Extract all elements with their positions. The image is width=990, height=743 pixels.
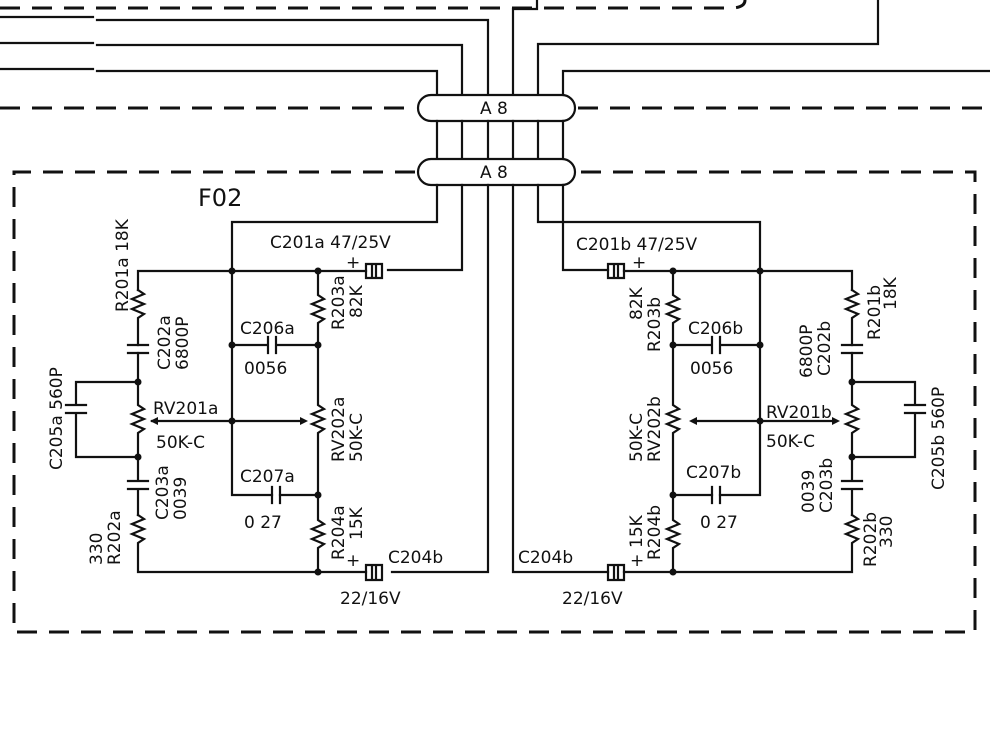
label-r203a-ref: R203a <box>329 275 349 330</box>
label-c204-left-plus: + <box>346 551 360 571</box>
label-c206b-ref: C206b <box>688 319 743 339</box>
channel-a <box>64 183 490 582</box>
capacitor-c202b <box>840 343 864 355</box>
label-r204a-val: 15K <box>347 506 367 540</box>
resistor-r201b <box>843 288 861 347</box>
capacitor-c201a <box>364 262 384 280</box>
label-r203b-ref: R203b <box>645 297 665 352</box>
channel-b <box>511 183 927 582</box>
label-c202a-val: 6800P <box>173 316 193 370</box>
label-c207a-ref: C207a <box>240 467 295 487</box>
label-c207b-ref: C207b <box>686 463 741 483</box>
label-r202b-val: 330 <box>877 516 897 548</box>
connector-a8-top: A 8 <box>416 93 577 123</box>
resistor-r203a <box>309 269 327 347</box>
capacitor-c205b <box>850 380 927 459</box>
label-rv201b-val: 50K-C <box>766 432 815 452</box>
capacitor-c201b <box>606 262 626 280</box>
label-c202b-val: 6800P <box>797 324 817 378</box>
label-c206a-ref: C206a <box>240 319 295 339</box>
connector-a8-bottom: A 8 <box>416 157 577 187</box>
label-rv202a-ref: RV202a <box>329 397 349 462</box>
label-rv202b-ref: RV202b <box>645 396 665 462</box>
label-c202b-ref: C202b <box>815 321 835 376</box>
label-r204a-ref: R204a <box>329 505 349 560</box>
resistor-r203b <box>664 269 682 347</box>
label-c202a-ref: C202a <box>155 315 175 370</box>
label-c203b-ref: C203b <box>817 458 837 513</box>
top-wiring <box>0 0 990 107</box>
capacitor-c207a <box>270 485 282 505</box>
board-outline-f02 <box>12 170 977 634</box>
label-c207a-val: 0 27 <box>244 513 282 533</box>
label-c204-right-ref: C204b <box>518 548 573 568</box>
capacitor-c203a <box>126 455 150 517</box>
label-c206b-val: 0056 <box>690 359 733 379</box>
capacitor-c207b <box>710 485 722 505</box>
label-r203a-val: 82K <box>347 284 367 318</box>
capacitor-c204-right <box>606 563 626 582</box>
capacitor-c204-left <box>364 563 384 582</box>
label-c205a: C205a 560P <box>47 367 67 470</box>
label-r201a: R201a 18K <box>113 218 133 312</box>
connector-label: A 8 <box>480 99 508 119</box>
label-r203b-val: 82K <box>627 286 647 320</box>
resistor-r204a <box>309 493 327 574</box>
label-c203a-ref: C203a <box>153 465 173 520</box>
label-r202b-ref: R202b <box>861 512 881 567</box>
label-c206a-val: 0056 <box>244 359 287 379</box>
label-c204-right-plus: + <box>630 551 644 571</box>
capacitor-c203b <box>840 455 864 517</box>
label-c204-left-val: 22/16V <box>340 589 401 609</box>
label-c205b: C205b 560P <box>929 387 949 490</box>
label-r202a-ref: R202a <box>105 510 125 565</box>
label-c201a: C201a 47/25V <box>270 233 391 253</box>
label-rv201b-ref: RV201b <box>766 403 832 423</box>
label-r201b-val: 18K <box>881 276 901 310</box>
label-c207b-val: 0 27 <box>700 513 738 533</box>
label-rv201a-val: 50K-C <box>156 433 205 453</box>
label-c201b: C201b 47/25V <box>576 235 698 255</box>
resistor-r202b <box>622 513 861 574</box>
potentiometer-rv201b <box>843 380 861 459</box>
potentiometer-rv202b <box>664 343 682 497</box>
label-r201b-ref: R201b <box>865 285 885 340</box>
board-label: F02 <box>198 184 242 212</box>
label-c204-right-val: 22/16V <box>562 589 623 609</box>
label-rv201a-ref: RV201a <box>153 399 218 419</box>
capacitor-c205a <box>64 380 140 459</box>
connector-bridge-wires <box>435 119 565 160</box>
label-rv202b-val: 50K-C <box>627 413 647 462</box>
potentiometer-rv202a <box>309 343 327 497</box>
resistor-r201a <box>129 288 147 347</box>
label-r204b-val: 15K <box>627 514 647 548</box>
label-c203b-val: 0039 <box>799 470 819 513</box>
resistor-r202a <box>129 513 368 574</box>
label-r202a-val: 330 <box>87 533 107 565</box>
capacitor-c202a <box>126 343 150 355</box>
label-c201a-plus: + <box>346 253 360 273</box>
potentiometer-rv201a <box>129 380 147 459</box>
label-c203a-val: 0039 <box>171 477 191 520</box>
capacitor-c206a <box>230 335 320 355</box>
label-r204b-ref: R204b <box>645 505 665 560</box>
label-c204-left-ref: C204b <box>388 548 443 568</box>
label-rv202a-val: 50K-C <box>347 413 367 462</box>
connector-label: A 8 <box>480 163 508 183</box>
label-c201b-plus: + <box>632 253 646 273</box>
capacitor-c206b <box>671 335 762 355</box>
